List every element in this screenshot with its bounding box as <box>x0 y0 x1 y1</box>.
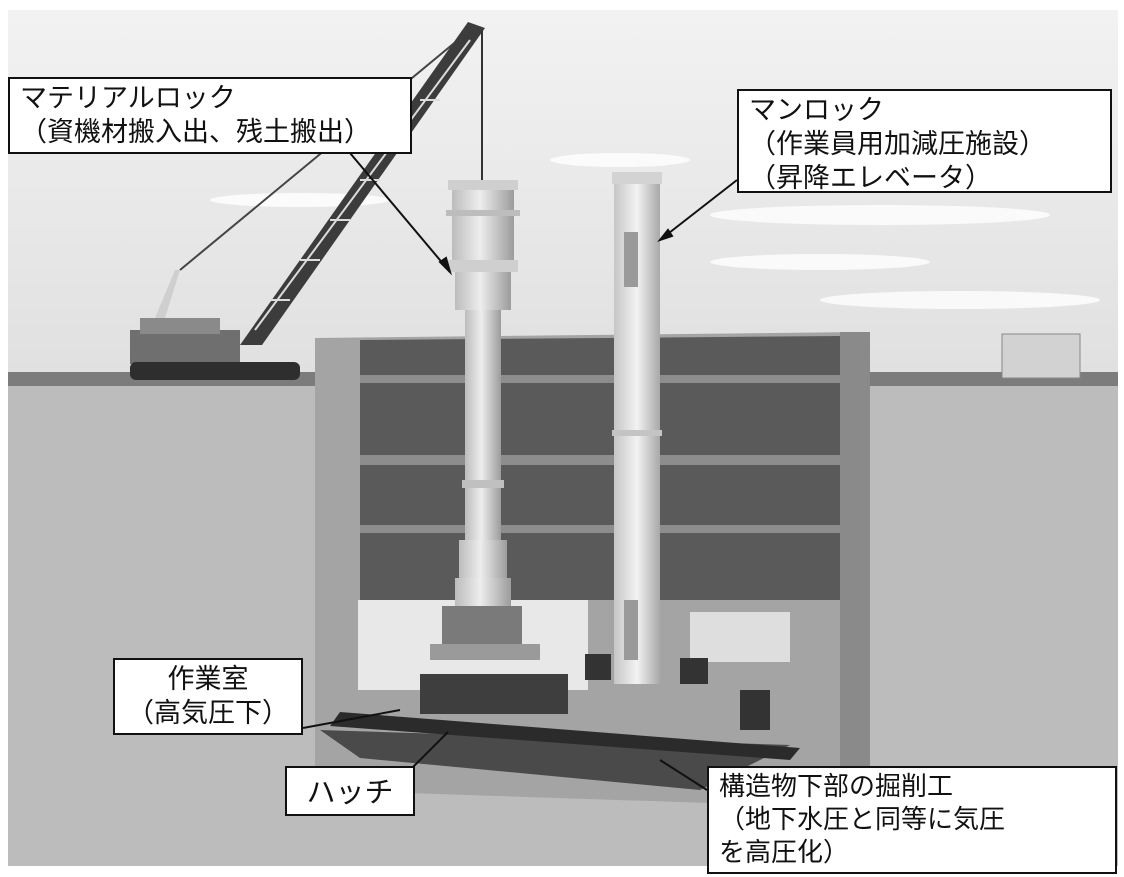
man-lock-tower <box>612 172 662 684</box>
work-room-desc: （高気圧下） <box>127 698 289 729</box>
working-chamber <box>320 654 800 790</box>
man-lock-elevator: （昇降エレベータ） <box>749 163 992 194</box>
man-lock-callout: マンロック （作業員用加減圧施設） （昇降エレベータ） <box>737 89 1112 194</box>
excavation-desc-cont: を高圧化） <box>719 838 850 868</box>
work-room-callout: 作業室 （高気圧下） <box>113 658 303 735</box>
crawler-crane <box>130 22 485 380</box>
hatch-callout: ハッチ <box>285 766 415 816</box>
excavation-desc: （地下水圧と同等に気圧 <box>719 805 1006 835</box>
man-lock-title: マンロック <box>749 95 884 126</box>
man-lock-desc: （作業員用加減圧施設） <box>749 129 1046 160</box>
material-lock-callout: マテリアルロック （資機材搬入出、残土搬出） <box>8 77 412 154</box>
hatch-title: ハッチ <box>306 775 394 809</box>
material-lock-tower <box>430 180 540 660</box>
sky <box>8 10 1118 378</box>
excavation-title: 構造物下部の掘削工 <box>719 772 954 802</box>
material-lock-title: マテリアルロック <box>20 83 236 114</box>
material-lock-desc: （資機材搬入出、残土搬出） <box>20 117 371 148</box>
work-room-title: 作業室 <box>167 664 249 695</box>
leader-lines <box>302 152 738 791</box>
excavation-callout: 構造物下部の掘削工 （地下水圧と同等に気圧 を高圧化） <box>707 766 1117 874</box>
site-office <box>1001 333 1081 379</box>
